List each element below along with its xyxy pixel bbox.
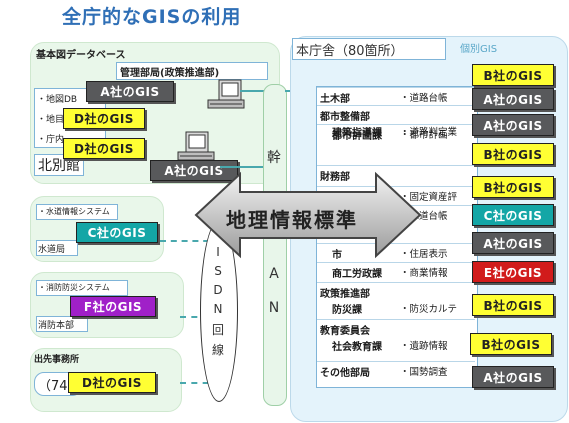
gis-badge: A社のGIS <box>472 114 554 136</box>
department-name: その他部局 <box>320 368 370 379</box>
fire-dept-box <box>36 316 88 332</box>
diagram-title: 全庁的なGISの利用 <box>62 6 242 28</box>
gis-application: ・都市計画 <box>400 130 448 141</box>
mgmt-dept-label: 管理部局(政策推進部) <box>120 68 220 79</box>
row-divider <box>317 105 475 106</box>
gis-badge: A社のGIS <box>472 232 554 254</box>
connector-line <box>220 166 264 168</box>
trunk-label-char: 幹 <box>267 150 281 166</box>
gis-badge-d: D社のGIS <box>68 372 156 393</box>
computer-icon <box>207 79 245 109</box>
mgmt-dept-box <box>116 62 268 80</box>
row-divider <box>317 165 475 166</box>
section-name: 都市計画課 <box>332 131 382 142</box>
fire-dept-label: 消防本部 <box>38 321 75 331</box>
trunk-lan-bar <box>263 84 287 406</box>
row-divider <box>317 124 475 125</box>
db-item: ・地目 <box>37 115 65 125</box>
row-divider <box>317 87 475 88</box>
section-name: 市 <box>332 250 342 261</box>
main-building-title: 本庁舎（80箇所） <box>296 44 404 59</box>
gis-badge: A社のGIS <box>472 88 554 110</box>
base-map-db-label: 基本図データベース <box>36 50 126 61</box>
section-name: 商工労政課 <box>332 269 382 280</box>
isdn-char: S <box>214 264 222 278</box>
gis-application: ・水道台帳 <box>400 211 448 222</box>
section-name: 防災課 <box>332 305 362 316</box>
gis-badge: E社のGIS <box>472 261 554 283</box>
connector-line <box>240 90 264 92</box>
gis-badge: C社のGIS <box>472 204 554 226</box>
gis-application: ・遺跡情報 <box>400 341 448 352</box>
water-system-box <box>36 204 118 220</box>
gis-badge-a: A社のGIS <box>150 160 238 181</box>
double-arrow-icon <box>194 171 422 259</box>
isdn-char: 線 <box>211 343 224 357</box>
gis-application: ・道路台帳 <box>400 93 448 104</box>
db-item: ・庁内 <box>37 135 65 145</box>
row-divider <box>317 262 475 263</box>
fire-system-box <box>36 280 128 296</box>
gis-badge: B社のGIS <box>472 294 554 316</box>
department-name: 教育委員会 <box>320 326 370 337</box>
isdn-dashed-line <box>180 382 220 384</box>
isdn-char: D <box>213 283 223 297</box>
gis-badge: B社のGIS <box>470 333 552 355</box>
gis-application: ・住居表示 <box>400 249 448 260</box>
isdn-dashed-line <box>160 240 220 242</box>
department-name: 財務部 <box>320 172 350 183</box>
gis-badge-c: C社のGIS <box>76 222 158 243</box>
row-divider <box>317 361 475 362</box>
fire-system-label: ・消防防災システム <box>38 283 110 292</box>
water-dept-box <box>36 240 78 256</box>
isdn-char: N <box>213 302 223 316</box>
trunk-label-char: N <box>268 300 280 316</box>
gis-badge: B社のGIS <box>472 143 554 165</box>
gis-badge-d: D社のGIS <box>63 108 145 129</box>
branch-count-label: （74 <box>38 379 68 394</box>
gis-badge: A社のGIS <box>472 366 554 388</box>
department-name: 政策推進部 <box>320 289 370 300</box>
gis-application: ・固定資産評 <box>400 192 458 203</box>
trunk-label-char: A <box>269 266 279 282</box>
gis-badge: B社のGIS <box>472 64 554 86</box>
computer-icon <box>177 131 215 161</box>
row-divider <box>317 319 475 320</box>
gis-badge-a: A社のGIS <box>86 81 174 102</box>
db-item: ・地図DB <box>37 95 78 105</box>
arrow-label: 地理情報標準 <box>226 208 358 232</box>
department-name: 土木部 <box>320 94 350 105</box>
north-annex-label: 北別館 <box>34 154 84 176</box>
section-name: 社会教育課 <box>332 342 382 353</box>
individual-gis-label: 個別GIS <box>460 44 498 55</box>
row-divider <box>317 186 475 187</box>
gis-application: ・商業情報 <box>400 268 448 279</box>
gis-badge-d: D社のGIS <box>63 138 145 159</box>
row-divider <box>317 282 475 283</box>
isdn-char: 回 <box>211 323 224 337</box>
gis-badge-f: F社のGIS <box>70 296 156 317</box>
department-name: 都市整備部 <box>320 112 370 123</box>
gis-application: ・防災カルテ <box>400 304 458 315</box>
water-dept-label: 水道局 <box>38 245 66 255</box>
gis-application: ・道路判定業 <box>400 127 458 138</box>
row-divider <box>317 243 475 244</box>
section-name: 建築指導課 <box>332 128 382 139</box>
main-building-title-box <box>292 38 446 60</box>
branch-office-label: 出先事務所 <box>34 355 80 365</box>
water-system-label: ・水道情報システム <box>38 207 110 216</box>
isdn-char: I <box>216 245 220 259</box>
gis-badge: B社のGIS <box>472 176 554 198</box>
gis-application: ・国勢調査 <box>400 367 448 378</box>
